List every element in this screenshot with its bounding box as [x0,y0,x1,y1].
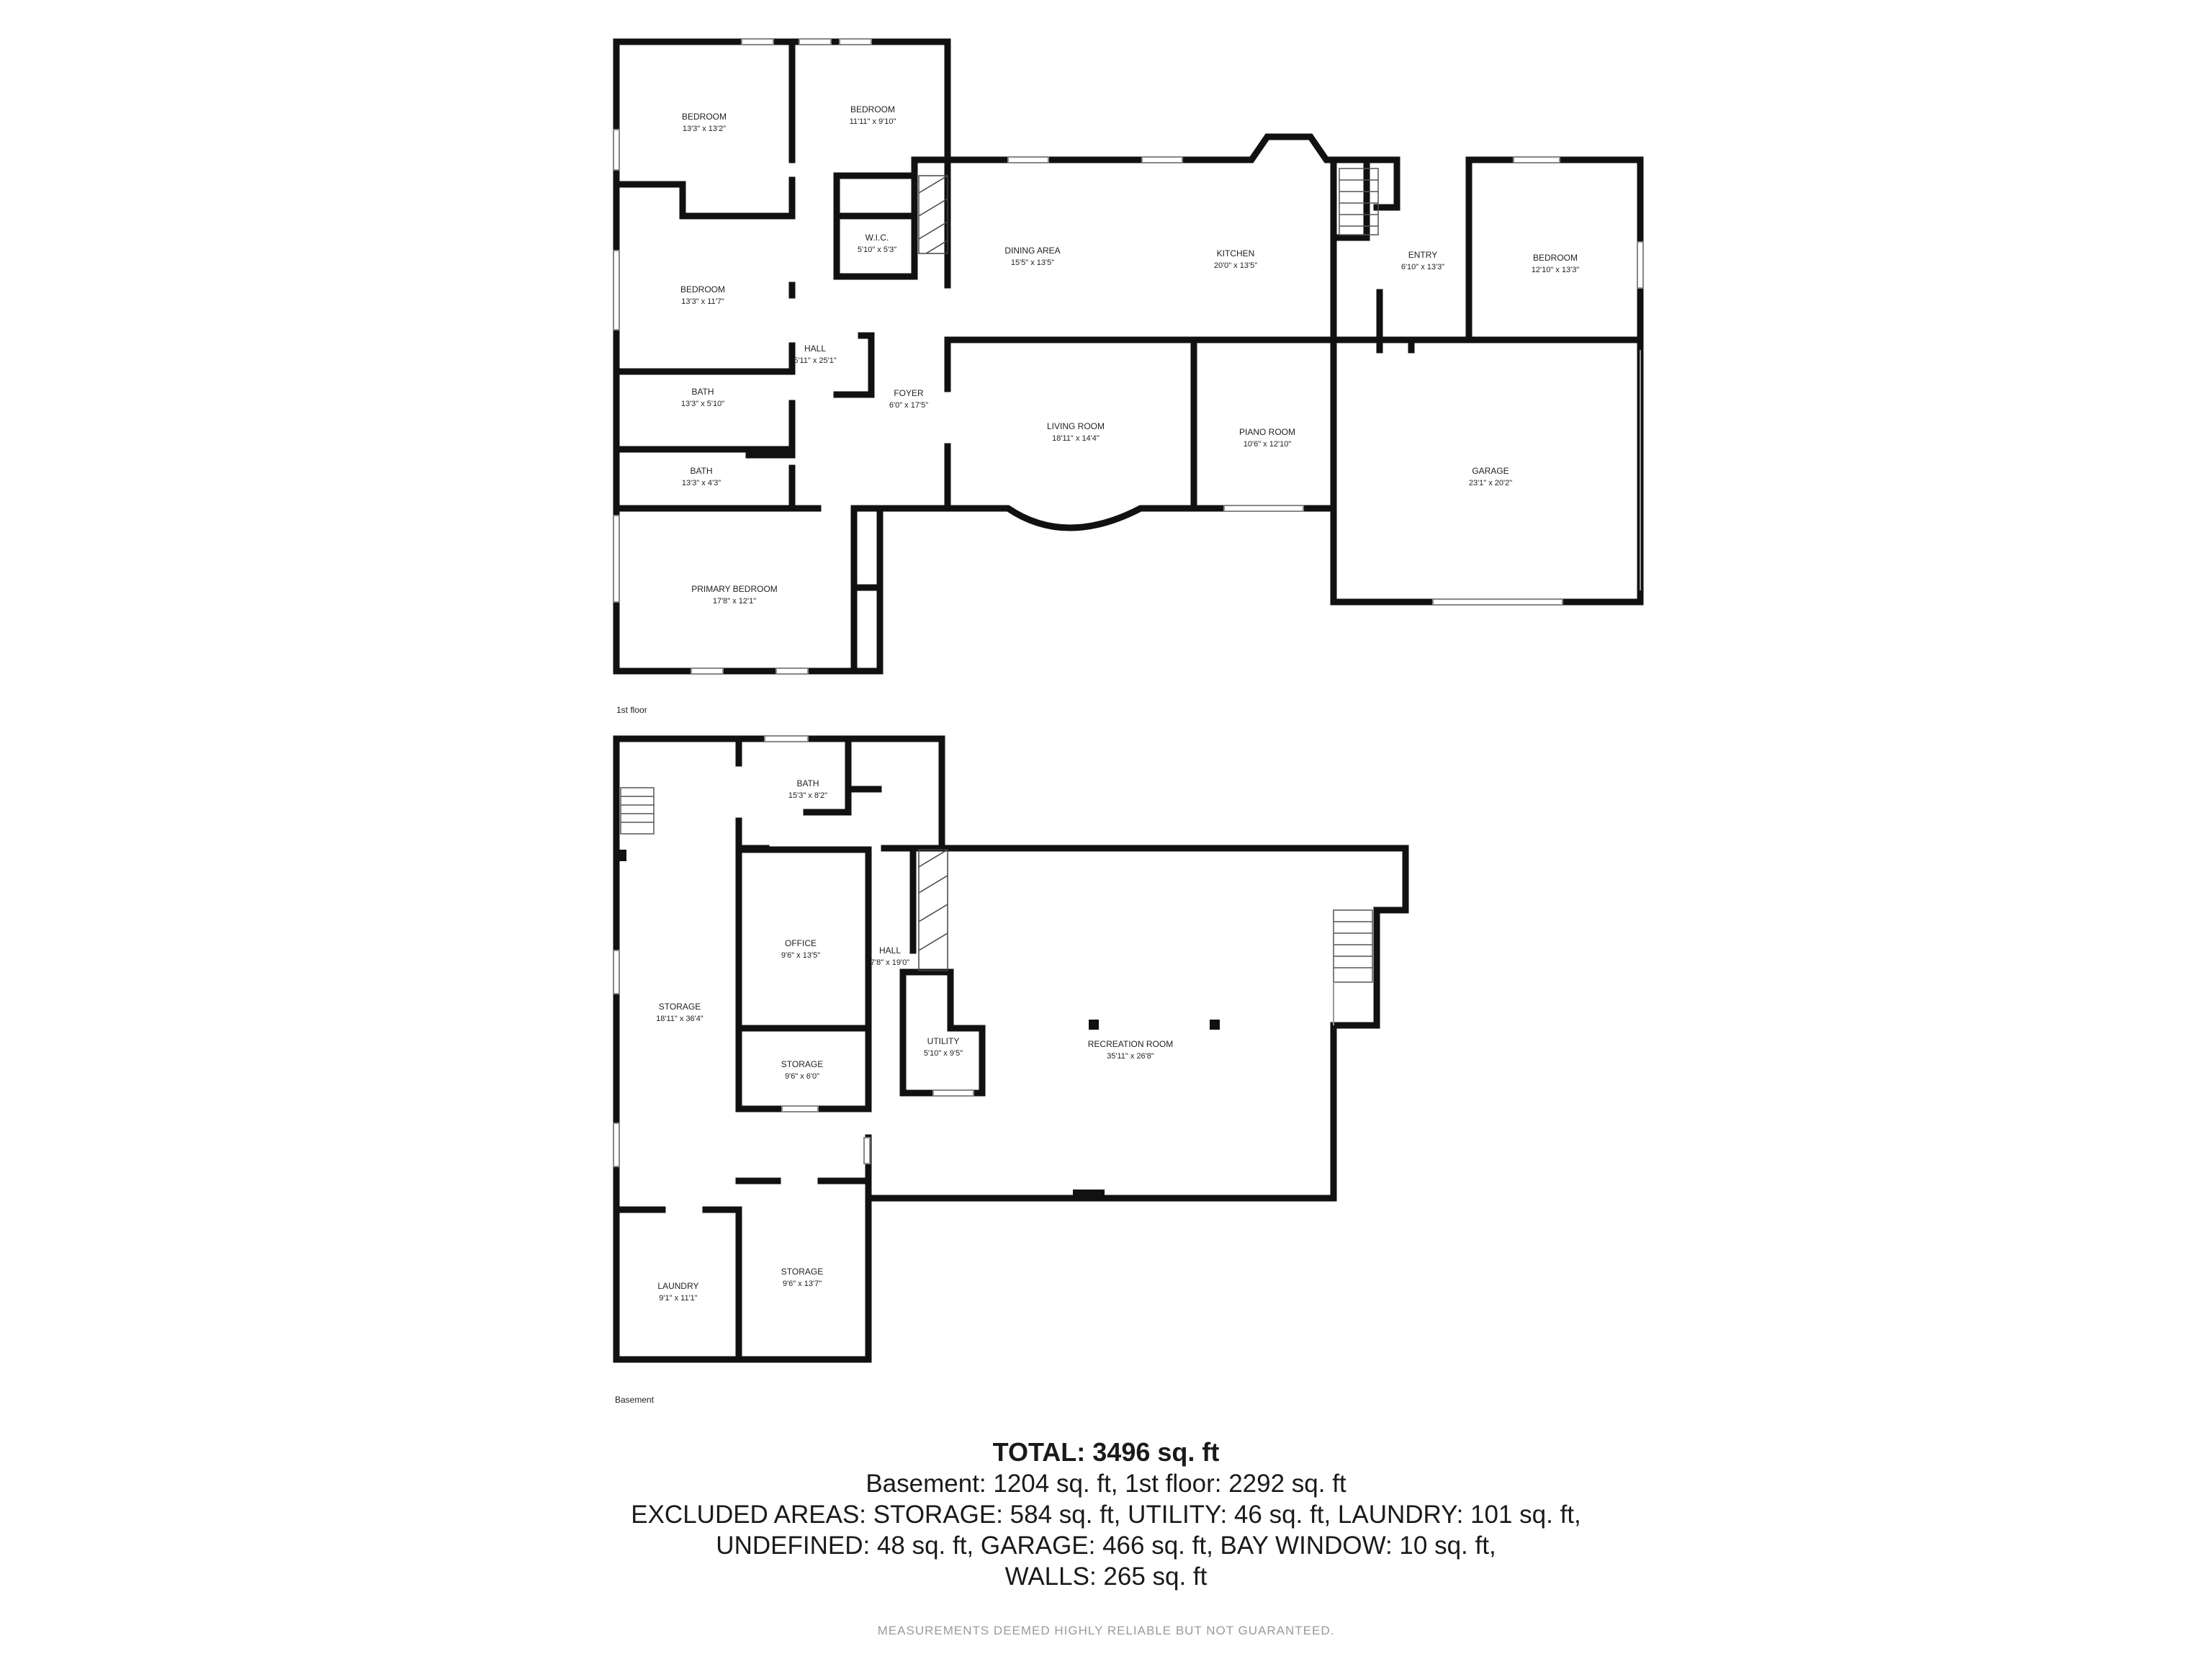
room-name-living: LIVING ROOM [1047,421,1105,431]
floor-label-1st: 1st floor [616,705,647,715]
room-name-b-recreation: RECREATION ROOM [1088,1039,1173,1049]
room-dims-bath-1: 13'3" x 5'10" [681,400,724,408]
area-summary: TOTAL: 3496 sq. ft Basement: 1204 sq. ft… [0,1437,2212,1592]
room-name-b-office: OFFICE [785,938,817,948]
room-name-b-laundry: LAUNDRY [657,1281,698,1291]
room-name-b-storage-main: STORAGE [659,1002,701,1012]
support-post [1073,1190,1105,1198]
room-dims-entry: 6'10" x 13'3" [1401,263,1444,271]
room-name-b-hall: HALL [879,945,901,956]
room-dims-b-office: 9'6" x 13'5" [781,951,820,960]
room-dims-foyer: 6'0" x 17'5" [889,401,928,410]
fireplace-hatch [918,175,948,254]
room-dims-b-laundry: 9'1" x 11'1" [659,1294,697,1303]
summary-line-excluded-1: EXCLUDED AREAS: STORAGE: 584 sq. ft, UTI… [631,1501,1581,1529]
room-name-bath-1: BATH [691,387,714,397]
basement-plan: BATH 15'3" x 8'2" OFFICE 9'6" x 13'5" HA… [613,735,1409,1405]
room-dims-bedroom-1: 13'3" x 13'2" [683,125,726,133]
room-name-wic: W.I.C. [866,233,889,243]
room-dims-kitchen: 20'0" x 13'5" [1214,261,1257,270]
room-dims-wic: 5'10" x 5'3" [858,246,896,254]
room-dims-piano: 10'6" x 12'10" [1244,440,1292,449]
room-dims-garage: 23'1" x 20'2" [1469,479,1512,487]
summary-line-floors: Basement: 1204 sq. ft, 1st floor: 2292 s… [866,1470,1346,1498]
room-name-entry: ENTRY [1408,250,1437,260]
room-dims-bedroom-3: 13'3" x 11'7" [681,297,724,306]
room-name-b-utility: UTILITY [927,1036,960,1046]
room-dims-b-storage-small: 9'6" x 6'0" [785,1072,819,1081]
room-dims-dining: 15'5" x 13'5" [1011,258,1054,267]
support-column [1210,1020,1220,1030]
first-floor-plan: BEDROOM 13'3" x 13'2" BEDROOM 11'11" x 9… [613,38,1644,715]
room-dims-b-recreation: 35'11" x 26'8" [1107,1052,1154,1061]
floor-label-basement: Basement [615,1395,655,1405]
room-dims-b-hall: 7'8" x 19'0" [871,958,909,967]
room-name-bedroom-1: BEDROOM [682,112,727,122]
room-dims-b-storage-main: 18'11" x 36'4" [656,1015,703,1023]
room-dims-bedroom-2: 11'11" x 9'10" [850,117,896,126]
room-dims-bath-2: 13'3" x 4'3" [682,479,721,487]
room-dims-primary: 17'8" x 12'1" [713,597,756,606]
room-dims-b-utility: 5'10" x 9'5" [924,1049,963,1058]
room-name-kitchen: KITCHEN [1217,248,1255,258]
room-name-b-storage-low: STORAGE [781,1267,823,1277]
room-name-bath-2: BATH [690,466,712,476]
room-dims-b-storage-low: 9'6" x 13'7" [783,1280,822,1288]
room-name-bedroom-4: BEDROOM [1533,253,1578,263]
disclaimer: MEASUREMENTS DEEMED HIGHLY RELIABLE BUT … [877,1624,1335,1637]
room-name-bedroom-2: BEDROOM [850,104,895,114]
room-name-foyer: FOYER [894,388,924,398]
room-dims-hall: 5'11" x 25'1" [793,356,837,365]
room-name-b-storage-small: STORAGE [781,1059,823,1069]
total-area: TOTAL: 3496 sq. ft [992,1437,1220,1467]
room-name-primary: PRIMARY BEDROOM [691,584,778,594]
room-name-b-bath: BATH [796,778,819,788]
room-name-dining: DINING AREA [1004,246,1060,256]
basement-chimney-hatch [918,849,948,971]
support-post [618,850,626,861]
support-column [1089,1020,1099,1030]
room-dims-bedroom-4: 12'10" x 13'3" [1532,266,1580,274]
room-name-garage: GARAGE [1472,466,1509,476]
summary-line-walls: WALLS: 265 sq. ft [1004,1563,1208,1591]
summary-line-excluded-2: UNDEFINED: 48 sq. ft, GARAGE: 466 sq. ft… [716,1532,1496,1560]
staircase-1 [1339,168,1379,235]
basement-staircase-right [1333,909,1373,1025]
room-name-bedroom-3: BEDROOM [680,284,725,295]
basement-staircase-left [620,787,655,835]
room-dims-b-bath: 15'3" x 8'2" [788,791,827,800]
room-name-piano: PIANO ROOM [1239,427,1295,437]
room-dims-living: 18'11" x 14'4" [1052,434,1100,443]
room-name-hall: HALL [804,343,826,354]
